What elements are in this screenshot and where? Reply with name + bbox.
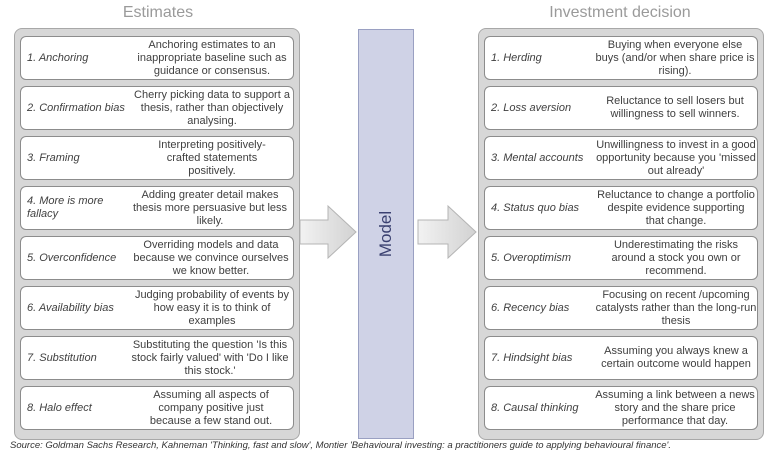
decision-card-overoptimism: 5. Overoptimism Underestimating the risk…: [484, 236, 758, 280]
card-name: 7. Substitution: [27, 351, 97, 364]
decision-card-causal-thinking: 8. Causal thinking Assuming a link betwe…: [484, 386, 758, 430]
card-name: 2. Loss aversion: [491, 101, 572, 114]
card-desc: Adding greater detail makes thesis more …: [132, 188, 288, 227]
estimate-card-availability-bias: 6. Availability bias Judging probability…: [20, 286, 294, 330]
card-desc: Assuming a link between a news story and…: [595, 388, 755, 427]
card-desc: Assuming you always knew a certain outco…: [601, 345, 751, 370]
card-name: 8. Halo effect: [27, 401, 92, 414]
card-name: 8. Causal thinking: [491, 401, 579, 414]
card-desc: Anchoring estimates to an inappropriate …: [137, 38, 287, 77]
card-desc: Focusing on recent /upcoming catalysts r…: [595, 288, 757, 327]
source-note: Source: Goldman Sachs Research, Kahneman…: [10, 440, 672, 451]
card-name: 1. Anchoring: [27, 51, 89, 64]
estimate-card-framing: 3. Framing Interpreting positively-craft…: [20, 136, 294, 180]
card-desc: Reluctance to sell losers but willingnes…: [606, 95, 744, 120]
card-desc: Assuming all aspects of company positive…: [149, 388, 273, 427]
card-name: 6. Availability bias: [27, 301, 114, 314]
card-desc: Judging probability of events by how eas…: [134, 288, 290, 327]
card-desc: Underestimating the risks around a stock…: [611, 238, 741, 277]
decision-card-hindsight-bias: 7. Hindsight bias Assuming you always kn…: [484, 336, 758, 380]
card-name: 6. Recency bias: [491, 301, 570, 314]
card-name: 5. Overoptimism: [491, 251, 572, 264]
card-desc: Cherry picking data to support a thesis,…: [134, 88, 290, 127]
decision-card-status-quo-bias: 4. Status quo bias Reluctance to change …: [484, 186, 758, 230]
arrow-right-icon: [417, 204, 477, 260]
estimates-panel: 1. Anchoring Anchoring estimates to an i…: [14, 28, 300, 440]
decision-card-herding: 1. Herding Buying when everyone else buy…: [484, 36, 758, 80]
card-desc: Substituting the question 'Is this stock…: [131, 338, 289, 377]
arrow-right-icon: [299, 204, 357, 260]
card-name: 2. Confirmation bias: [27, 101, 125, 114]
model-label: Model: [376, 210, 395, 258]
estimate-card-confirmation-bias: 2. Confirmation bias Cherry picking data…: [20, 86, 294, 130]
estimates-title: Estimates: [122, 4, 194, 21]
card-name: 3. Framing: [27, 151, 80, 164]
card-desc: Reluctance to change a portfolio despite…: [597, 188, 755, 227]
card-name: 7. Hindsight bias: [491, 351, 573, 364]
card-name: 3. Mental accounts: [491, 151, 584, 164]
decision-card-recency-bias: 6. Recency bias Focusing on recent /upco…: [484, 286, 758, 330]
investment-decision-panel: 1. Herding Buying when everyone else buy…: [478, 28, 764, 440]
estimate-card-anchoring: 1. Anchoring Anchoring estimates to an i…: [20, 36, 294, 80]
card-desc: Interpreting positively-crafted statemen…: [158, 138, 266, 177]
estimate-card-substitution: 7. Substitution Substituting the questio…: [20, 336, 294, 380]
model-box: Model: [358, 29, 414, 439]
card-name: 5. Overconfidence: [27, 251, 117, 264]
decision-card-loss-aversion: 2. Loss aversion Reluctance to sell lose…: [484, 86, 758, 130]
card-name: 4. More is more fallacy: [27, 195, 104, 220]
estimate-card-halo-effect: 8. Halo effect Assuming all aspects of c…: [20, 386, 294, 430]
estimate-card-more-is-more: 4. More is more fallacy Adding greater d…: [20, 186, 294, 230]
card-desc: Unwillingness to invest in a good opport…: [596, 138, 756, 177]
card-name: 4. Status quo bias: [491, 201, 580, 214]
estimate-card-overconfidence: 5. Overconfidence Overriding models and …: [20, 236, 294, 280]
investment-decision-title: Investment decision: [549, 4, 691, 21]
decision-card-mental-accounts: 3. Mental accounts Unwillingness to inve…: [484, 136, 758, 180]
card-desc: Overriding models and data because we co…: [133, 238, 289, 277]
card-name: 1. Herding: [491, 51, 542, 64]
card-desc: Buying when everyone else buys (and/or w…: [595, 38, 755, 77]
